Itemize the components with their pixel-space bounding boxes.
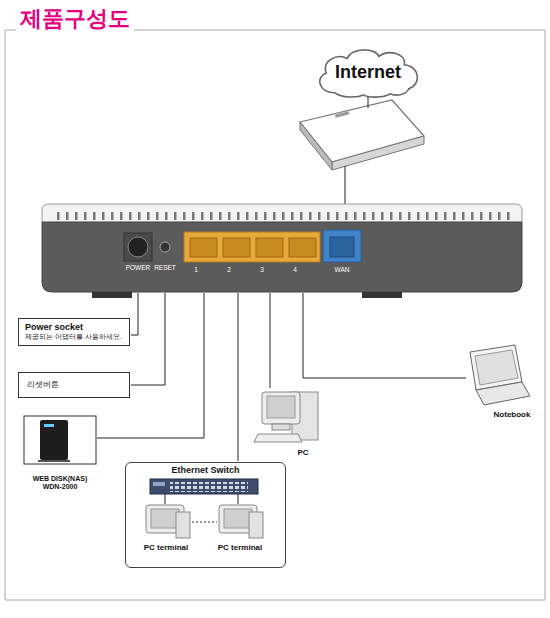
pc-picture: [254, 392, 318, 442]
router-back: [42, 204, 522, 298]
port-number: 4: [293, 266, 297, 273]
notebook-picture: [470, 345, 530, 405]
power-socket-box: Power socket제공되는 어댑터를 사용하세요.: [18, 318, 130, 346]
device-label: PC: [297, 448, 308, 457]
ethernet-switch-box: Ethernet Switch: [125, 462, 286, 568]
frame: [5, 30, 545, 600]
node-heading: 리셋버튼: [27, 380, 59, 390]
node-heading: Power socket: [25, 322, 123, 333]
port-label: RESET: [154, 264, 176, 271]
node-body: 제공되는 어댑터를 사용하세요.: [25, 333, 123, 342]
wires: [97, 293, 466, 461]
device-label: Notebook: [494, 410, 531, 419]
port-number: 3: [260, 266, 264, 273]
port-number: 2: [227, 266, 231, 273]
reset-button-box: 리셋버튼: [18, 372, 130, 398]
nas-picture: [24, 416, 96, 464]
page-title: 제품구성도: [16, 5, 134, 33]
port-label: POWER: [126, 264, 151, 271]
nas-box: WEB DISK(NAS) WDN-2000: [18, 414, 102, 492]
modem: [300, 100, 424, 170]
internet-cloud: Internet: [313, 46, 423, 98]
node-heading: WEB DISK(NAS) WDN-2000: [24, 475, 96, 493]
node-heading: Ethernet Switch: [126, 465, 285, 476]
port-label: WAN: [335, 266, 350, 273]
device-label: PC terminal: [144, 543, 188, 552]
node-heading: Internet: [335, 61, 401, 84]
device-label: PC terminal: [218, 543, 262, 552]
switch-picture: [146, 479, 263, 538]
port-number: 1: [194, 266, 198, 273]
